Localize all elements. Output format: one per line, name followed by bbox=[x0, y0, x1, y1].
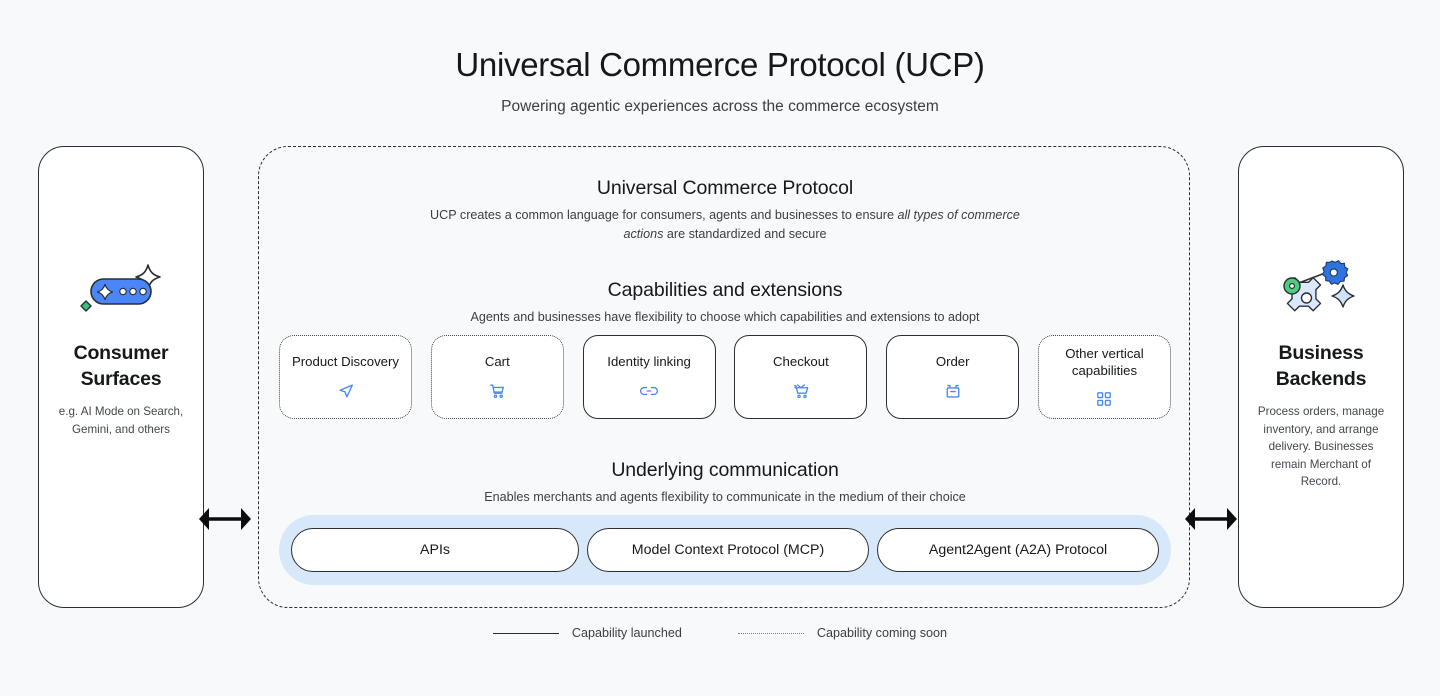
capability-card-identity-linking[interactable]: Identity linking bbox=[582, 335, 716, 419]
capability-card-row: Product Discovery Cart bbox=[279, 335, 1171, 419]
communication-title: Underlying communication bbox=[611, 459, 839, 481]
left-bidirectional-arrow-icon bbox=[198, 502, 252, 536]
capability-label: Order bbox=[935, 354, 970, 370]
ucp-subtitle-italic: all types of commerce actions bbox=[623, 208, 1020, 241]
right-bidirectional-arrow-icon bbox=[1184, 502, 1238, 536]
page-header: Universal Commerce Protocol (UCP) Poweri… bbox=[0, 0, 1440, 116]
communication-pill-a2a[interactable]: Agent2Agent (A2A) Protocol bbox=[877, 528, 1159, 572]
communication-pill-mcp[interactable]: Model Context Protocol (MCP) bbox=[587, 528, 869, 572]
consumer-surfaces-title: Consumer Surfaces bbox=[73, 342, 169, 390]
communication-section-header: Underlying communication Enables merchan… bbox=[259, 459, 1191, 507]
business-backends-description: Process orders, manage inventory, and ar… bbox=[1257, 405, 1385, 489]
ai-chat-pill-sparkle-icon bbox=[75, 255, 167, 327]
ucp-intro-section: Universal Commerce Protocol UCP creates … bbox=[259, 177, 1191, 244]
ucp-subtitle: UCP creates a common language for consum… bbox=[415, 206, 1035, 244]
capability-label: Cart bbox=[484, 354, 510, 370]
legend-dotted-line-icon bbox=[737, 632, 804, 634]
send-arrow-icon bbox=[337, 382, 355, 400]
capabilities-section-header: Capabilities and extensions Agents and b… bbox=[259, 279, 1191, 327]
diagram-stage: Consumer Surfaces e.g. AI Mode on Search… bbox=[0, 142, 1440, 612]
legend-launched-label: Capability launched bbox=[571, 626, 682, 640]
grid-apps-icon bbox=[1096, 390, 1112, 408]
ucp-subtitle-part1: UCP creates a common language for consum… bbox=[430, 208, 898, 222]
legend-item-launched: Capability launched bbox=[492, 626, 682, 640]
capability-label: Other vertical capabilities bbox=[1065, 345, 1144, 378]
capability-label: Checkout bbox=[773, 354, 829, 370]
communication-pill-apis[interactable]: APIs bbox=[291, 528, 579, 572]
consumer-surfaces-panel: Consumer Surfaces e.g. AI Mode on Search… bbox=[38, 146, 204, 608]
legend-item-coming-soon: Capability coming soon bbox=[737, 626, 948, 640]
capability-label: Product Discovery bbox=[291, 354, 399, 370]
legend-solid-line-icon bbox=[492, 632, 559, 634]
order-box-icon bbox=[944, 382, 962, 400]
capability-card-cart[interactable]: Cart bbox=[430, 335, 564, 419]
communication-subtitle: Enables merchants and agents flexibility… bbox=[484, 490, 966, 504]
legend: Capability launched Capability coming so… bbox=[0, 626, 1440, 640]
ucp-title: Universal Commerce Protocol bbox=[596, 177, 854, 199]
gears-backend-sparkle-icon bbox=[1275, 255, 1367, 327]
ucp-subtitle-part2: are standardized and secure bbox=[663, 226, 827, 241]
page-title: Universal Commerce Protocol (UCP) bbox=[455, 46, 985, 83]
capability-card-order[interactable]: Order bbox=[886, 335, 1020, 419]
capability-card-other-vertical[interactable]: Other vertical capabilities bbox=[1037, 335, 1171, 419]
capabilities-subtitle: Agents and businesses have flexibility t… bbox=[470, 310, 980, 324]
shopping-cart-icon bbox=[488, 382, 506, 400]
capability-label: Identity linking bbox=[607, 354, 691, 370]
cart-checkout-icon bbox=[792, 382, 810, 400]
capability-card-product-discovery[interactable]: Product Discovery bbox=[279, 335, 412, 419]
legend-coming-soon-label: Capability coming soon bbox=[816, 626, 948, 640]
capabilities-title: Capabilities and extensions bbox=[607, 279, 843, 301]
communication-band: APIs Model Context Protocol (MCP) Agent2… bbox=[279, 515, 1171, 585]
link-icon bbox=[639, 382, 659, 400]
business-backends-title: Business Backends bbox=[1275, 342, 1367, 390]
capability-card-checkout[interactable]: Checkout bbox=[734, 335, 868, 419]
ucp-container: Universal Commerce Protocol UCP creates … bbox=[258, 146, 1190, 608]
consumer-surfaces-description: e.g. AI Mode on Search, Gemini, and othe… bbox=[58, 405, 184, 436]
page-subtitle: Powering agentic experiences across the … bbox=[501, 97, 939, 115]
business-backends-panel: Business Backends Process orders, manage… bbox=[1238, 146, 1404, 608]
